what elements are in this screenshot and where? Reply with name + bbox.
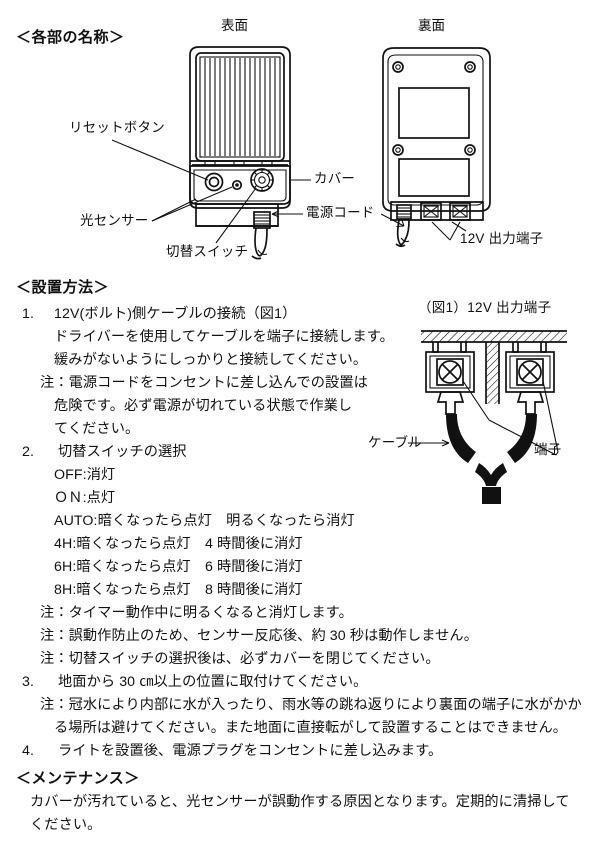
step2-number: 2.: [22, 444, 35, 460]
back-view-label: 裏面: [418, 18, 445, 33]
callout-cover: カバー: [314, 171, 356, 186]
step2-mode-auto: AUTO:暗くなったら点灯 明るくなったら消灯: [54, 513, 355, 529]
step3-note-line-1: 注：冠水により内部に水が入ったり、雨水等の跳ね返りにより裏面の端子に水がかか: [40, 697, 582, 713]
step2-mode-on: ＯＮ:点灯: [54, 490, 116, 506]
callout-leader-lines: [111, 139, 467, 244]
callout-reset-button: リセットボタン: [69, 120, 165, 135]
callout-12v-output-terminal: 12V 出力端子: [460, 231, 544, 246]
step1-title: 12V(ボルト)側ケーブルの接続（図1）: [54, 306, 297, 322]
step1-number: 1.: [22, 306, 35, 322]
step2-note-3: 注：切替スイッチの選択後は、必ずカバーを閉じてください。: [40, 651, 440, 667]
parts-section-heading: ＜各部の名称＞: [16, 29, 125, 46]
step4-number: 4.: [22, 743, 35, 759]
step1-line-1: ドライバーを使用してケーブルを端子に接続します。: [54, 329, 394, 345]
step3-number: 3.: [22, 674, 35, 690]
step2-title: 切替スイッチの選択: [58, 444, 187, 460]
step2-mode-4h: 4H:暗くなったら点灯 4 時間後に消灯: [54, 536, 303, 552]
step2-note-1: 注：タイマー動作中に明るくなると消灯します。: [40, 605, 353, 621]
callout-mode-switch: 切替スイッチ: [166, 244, 249, 259]
step1-line-2: 緩みがないようにしっかりと接続してください。: [54, 352, 368, 368]
step1-note-line-1: 注：電源コードをコンセントに差し込んでの設置は: [40, 375, 368, 391]
figure1-title: （図1）12V 出力端子: [418, 300, 552, 315]
figure1-terminal-label: 端子: [534, 442, 562, 457]
step2-mode-8h: 8H:暗くなったら点灯 8 時間後に消灯: [54, 582, 303, 598]
step2-mode-off: OFF:消灯: [54, 467, 116, 483]
maintenance-section-heading: ＜メンテナンス＞: [16, 770, 140, 787]
figure1-left-terminal: [425, 342, 476, 463]
front-view-label: 表面: [221, 18, 248, 33]
install-section-heading: ＜設置方法＞: [16, 279, 110, 296]
step3-note-line-2: る場所は避けてください。また地面に直接転がして設置することはできません。: [54, 720, 568, 736]
step4-title: ライトを設置後、電源プラグをコンセントに差し込みます。: [58, 743, 443, 759]
maintenance-line-2: ください。: [30, 817, 102, 833]
figure1-cable-label: ケーブル: [368, 435, 422, 450]
step2-mode-6h: 6H:暗くなったら点灯 6 時間後に消灯: [54, 559, 303, 575]
step2-note-2: 注：誤動作防止のため、センサー反応後、約 30 秒は動作しません。: [40, 628, 478, 644]
step1-note-line-2: 危険です。必ず電源が切れている状態で作業し: [54, 398, 353, 414]
back-device-art: [382, 47, 491, 248]
device-illustration: [111, 46, 491, 260]
maintenance-line-1: カバーが汚れていると、光センサーが誤動作する原因となります。定期的に清掃して: [30, 794, 570, 810]
callout-light-sensor: 光センサー: [80, 213, 149, 228]
front-device-art: [189, 46, 291, 260]
callout-power-cord: 電源コード: [306, 205, 375, 220]
step1-note-line-3: てください。: [54, 421, 140, 437]
step3-title: 地面から 30 ㎝以上の位置に取付けてください。: [58, 674, 368, 690]
